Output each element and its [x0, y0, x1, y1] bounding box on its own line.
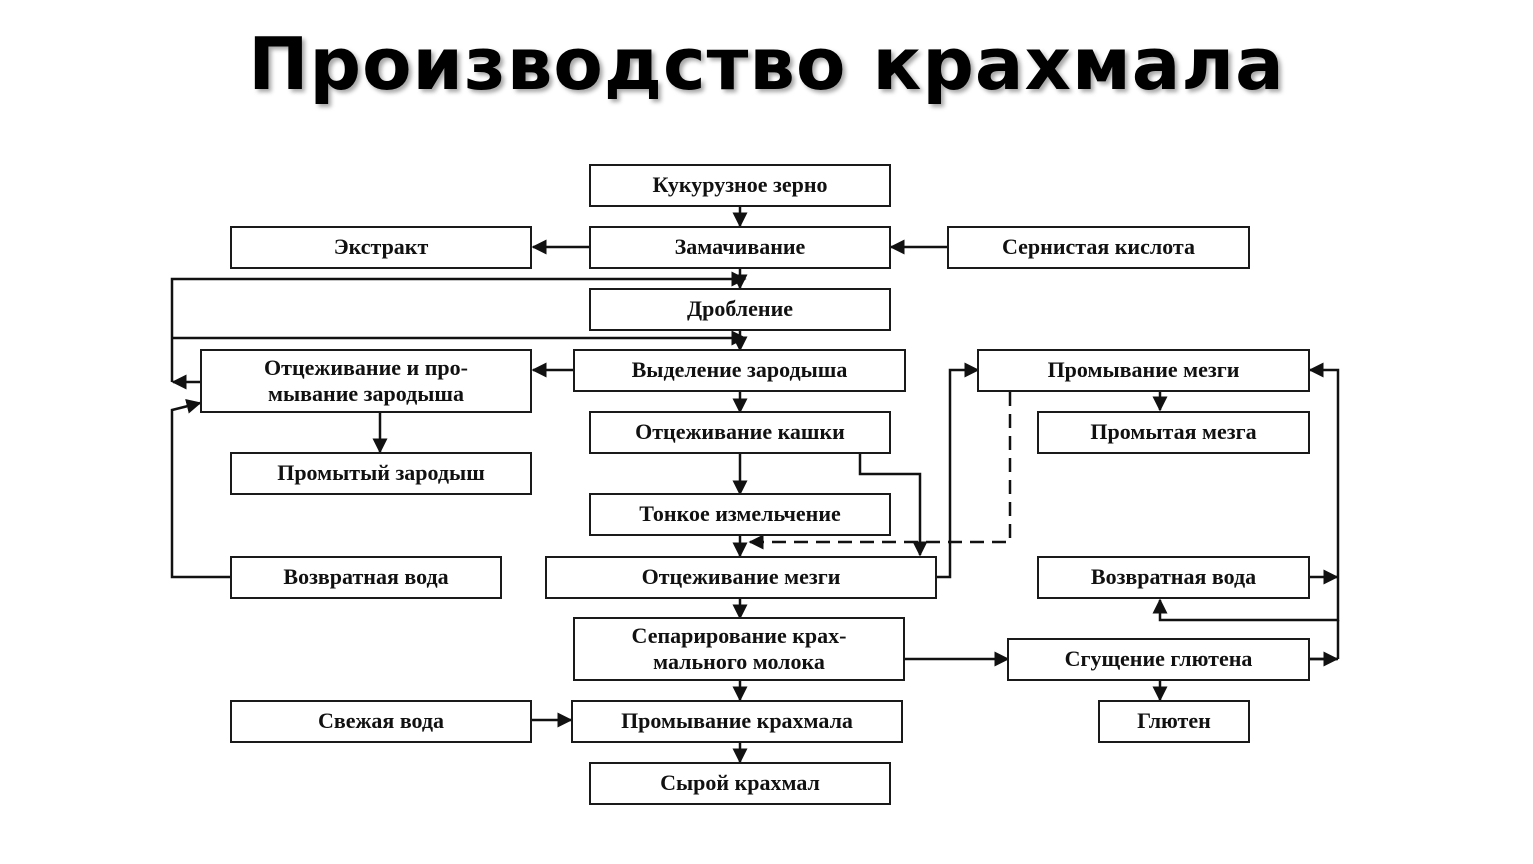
node-extract: Экстракт — [230, 226, 532, 269]
node-return-water-right: Возвратная вода — [1037, 556, 1310, 599]
node-sulfurous-acid: Сернистая кислота — [947, 226, 1250, 269]
node-crushing: Дробление — [589, 288, 891, 331]
node-steeping: Замачивание — [589, 226, 891, 269]
node-mash-draining: Отцеживание кашки — [589, 411, 891, 454]
node-corn: Кукурузное зерно — [589, 164, 891, 207]
arrow-mash-to-pulpdrain — [858, 454, 928, 557]
arrow-dashed-pulpwash-fine — [748, 392, 1012, 550]
arrow-loop-to-crushing — [170, 271, 747, 382]
node-return-water-left: Возвратная вода — [230, 556, 502, 599]
node-germ-wash: Отцеживание и про- мывание зародыша — [200, 349, 532, 413]
node-germ-separation: Выделение зародыша — [573, 349, 906, 392]
arrow-loop-gluten — [1152, 577, 1340, 622]
arrow-pulpdrain-pulpwash — [936, 362, 980, 579]
page-title: Производство крахмала — [248, 22, 1285, 106]
node-pulp-draining: Отцеживание мезги — [545, 556, 937, 599]
node-gluten-thickening: Сгущение глютена — [1007, 638, 1310, 681]
node-washed-germ: Промытый зародыш — [230, 452, 532, 495]
node-pulp-wash: Промывание мезги — [977, 349, 1310, 392]
node-fresh-water: Свежая вода — [230, 700, 532, 743]
arrow-returnwater-germwash — [170, 398, 231, 579]
node-separation: Сепарирование крах- мального молока — [573, 617, 905, 681]
node-gluten: Глютен — [1098, 700, 1250, 743]
node-fine-grinding: Тонкое измельчение — [589, 493, 891, 536]
arrow-to-pulpwash-right — [1308, 362, 1340, 577]
node-starch-wash: Промывание крахмала — [571, 700, 903, 743]
node-washed-pulp: Промытая мезга — [1037, 411, 1310, 454]
node-raw-starch: Сырой крахмал — [589, 762, 891, 805]
